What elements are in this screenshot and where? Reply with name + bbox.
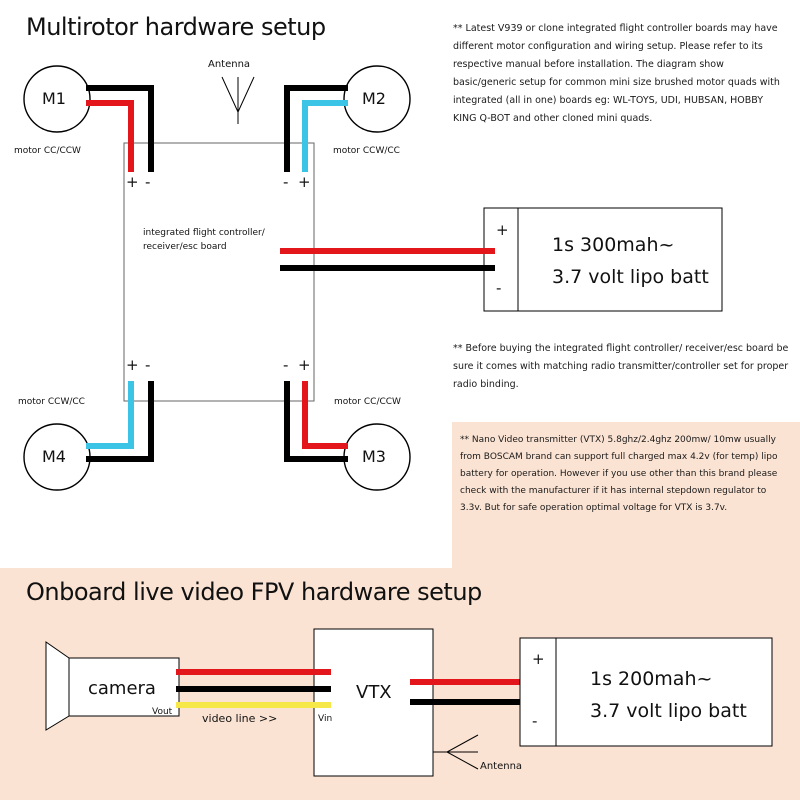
antenna-label: Antenna: [208, 59, 251, 70]
fpv-title: Onboard live video FPV hardware setup: [26, 578, 482, 606]
m2-plus-sign: +: [298, 173, 311, 191]
m4-wire-black: [86, 381, 154, 462]
camera-box: [68, 657, 180, 717]
battery-1-minus-sign: -: [496, 279, 502, 297]
camera-label: camera: [88, 678, 156, 699]
vtx-label: VTX: [356, 682, 392, 703]
motor-m1-circle: [23, 65, 91, 133]
motor-m4-caption: motor CCW/CC: [18, 397, 85, 407]
battery-1-box: [483, 207, 723, 312]
m2-minus-sign: -: [283, 173, 289, 191]
battery-1-plus-sign: +: [496, 221, 509, 239]
m3-minus-sign: -: [283, 356, 289, 374]
motor-m3-caption: motor CC/CCW: [334, 397, 401, 407]
m3-plus-sign: +: [298, 356, 311, 374]
note-vtx: ** Nano Video transmitter (VTX) 5.8ghz/2…: [460, 435, 778, 513]
battery-2-label: 1s 200mah~ 3.7 volt lipo batt: [590, 663, 747, 727]
battery-2-line1: 1s 200mah~: [590, 668, 713, 690]
m3-wire-red: [302, 381, 348, 449]
m1-minus-sign: -: [145, 173, 151, 191]
m3-wire-black: [284, 381, 348, 462]
m4-minus-sign: -: [145, 356, 151, 374]
battery-1-line2: 3.7 volt lipo batt: [552, 266, 709, 288]
board-label: integrated flight controller/ receiver/e…: [143, 228, 265, 252]
vout-label: Vout: [152, 707, 173, 717]
motor-m3-label: M3: [362, 447, 386, 466]
vtx-antenna-symbol: [433, 734, 479, 770]
flight-controller-board: [123, 142, 315, 402]
battery-2-minus-sign: -: [532, 712, 538, 730]
vtx-antenna-label: Antenna: [480, 761, 523, 772]
m1-wire-red: [86, 100, 134, 172]
motor-m1-label: M1: [42, 89, 66, 108]
battery-2-line2: 3.7 volt lipo batt: [590, 700, 747, 722]
m2-wire-black: [284, 85, 348, 172]
vin-label: Vin: [318, 714, 333, 724]
m2-wire-blue: [302, 100, 348, 172]
note-latest-boards: ** Latest V939 or clone integrated fligh…: [453, 23, 780, 124]
battery-1-line1: 1s 300mah~: [552, 234, 675, 256]
motor-m4-label: M4: [42, 447, 66, 466]
m1-wire-black: [86, 85, 154, 172]
camera-lens: [45, 641, 70, 731]
motor-m2-label: M2: [362, 89, 386, 108]
antenna-symbol: [221, 76, 255, 124]
note-radio-binding: ** Before buying the integrated flight c…: [453, 343, 789, 390]
m4-plus-sign: +: [126, 356, 139, 374]
motor-m2-caption: motor CCW/CC: [333, 146, 400, 156]
battery-2-box: [519, 637, 773, 747]
battery-1-label: 1s 300mah~ 3.7 volt lipo batt: [552, 229, 709, 293]
battery-2-plus-sign: +: [532, 650, 545, 668]
motor-m1-caption: motor CC/CCW: [14, 146, 81, 156]
motor-m2-circle: [343, 65, 411, 133]
m4-wire-blue: [86, 381, 134, 449]
video-line-label: video line >>: [202, 712, 278, 725]
m1-plus-sign: +: [126, 173, 139, 191]
multirotor-title: Multirotor hardware setup: [26, 13, 326, 41]
